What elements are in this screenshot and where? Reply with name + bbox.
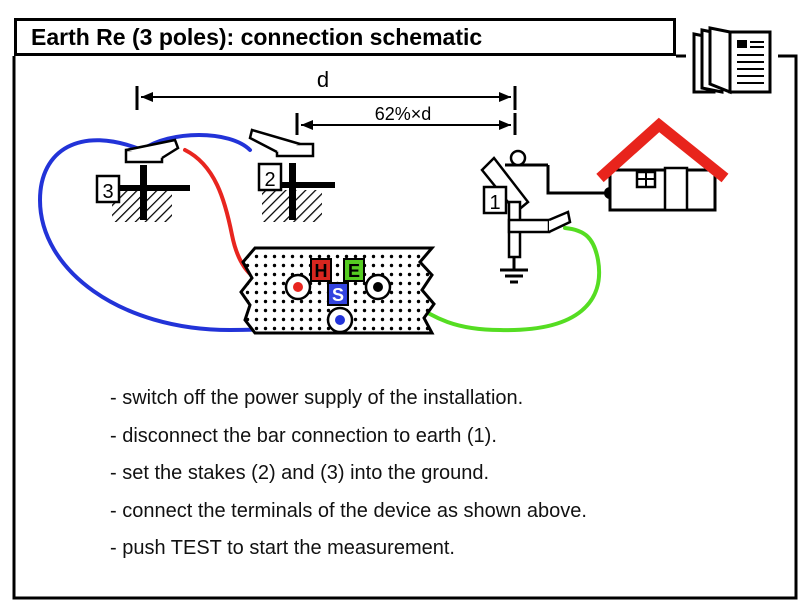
page-title: Earth Re (3 poles): connection schematic xyxy=(14,18,676,56)
stake-1-label: 1 xyxy=(489,192,500,214)
instruction-step-5: - push TEST to start the measurement. xyxy=(110,537,455,559)
instruction-step-1: - switch off the power supply of the ins… xyxy=(110,387,524,409)
stake-3-label: 3 xyxy=(102,181,113,203)
stake-2: 2 xyxy=(248,128,335,222)
distance-dimension: d xyxy=(135,67,517,110)
earth-bar-1: 1 xyxy=(480,149,572,284)
instruction-step-4: - connect the terminals of the device as… xyxy=(110,499,587,522)
connection-schematic: d 62%×d 3 2 xyxy=(37,67,729,335)
stake-2-label: 2 xyxy=(264,169,275,191)
instruction-step-3: - set the stakes (2) and (3) into the gr… xyxy=(110,462,490,484)
terminal-h-label: H xyxy=(315,261,328,281)
book-icon[interactable] xyxy=(684,22,780,100)
partial-distance-dimension: 62%×d xyxy=(295,104,517,135)
terminal-h-badge xyxy=(310,258,332,282)
house xyxy=(546,117,729,212)
instruction-step-2: - disconnect the bar connection to earth… xyxy=(110,424,497,447)
measuring-device: H E S xyxy=(239,246,436,335)
terminal-e-badge xyxy=(343,258,365,282)
distance-label: d xyxy=(317,67,329,92)
instructions-list: - switch off the power supply of the ins… xyxy=(110,380,770,568)
terminal-s-badge xyxy=(327,282,349,306)
stake-3: 3 xyxy=(95,138,190,222)
terminal-s-label: S xyxy=(332,285,344,305)
partial-distance-label: 62%×d xyxy=(375,104,432,124)
terminal-e-label: E xyxy=(348,261,360,281)
